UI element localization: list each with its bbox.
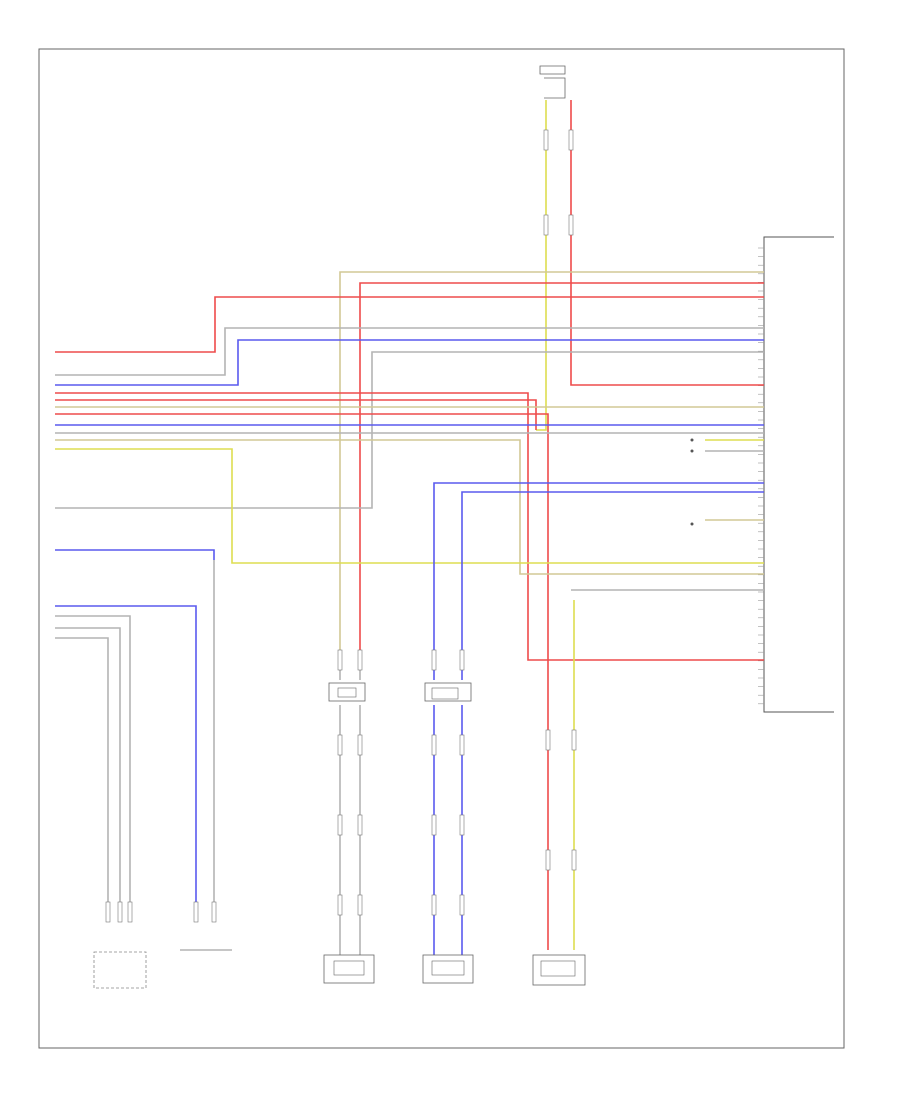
- wire-connector-mark: [459, 649, 465, 671]
- wire-connector-mark: [543, 129, 549, 151]
- wire-connector-mark: [431, 814, 437, 836]
- wire-connector-mark: [357, 814, 363, 836]
- wire-connector-mark: [117, 901, 123, 923]
- wire-connector-mark: [337, 814, 343, 836]
- wire-red: [55, 296, 764, 353]
- wire-connector-mark: [337, 894, 343, 916]
- wire-connector-mark: [571, 729, 577, 751]
- wire-connector-mark: [127, 901, 133, 923]
- wire-red: [55, 399, 537, 430]
- wire-gray: [55, 627, 121, 905]
- wire-connector-mark: [337, 649, 343, 671]
- right-rear-speaker: [422, 954, 474, 984]
- wire-red: [55, 413, 549, 720]
- wire-connector-mark: [105, 901, 111, 923]
- diagram-frame: [38, 48, 845, 1049]
- wire-connector-mark: [568, 129, 574, 151]
- wire-connector-mark: [431, 649, 437, 671]
- wire-red: [55, 392, 764, 661]
- wire-connector-mark: [357, 649, 363, 671]
- wire-gray: [55, 615, 131, 905]
- electronic-parking-brake-switch: [93, 951, 147, 989]
- wire-blue: [55, 549, 215, 560]
- left-rear-speaker: [323, 954, 375, 984]
- wire-tan: [339, 271, 764, 650]
- wire-yellow: [536, 100, 547, 431]
- wire-blue: [55, 605, 197, 905]
- wire-connector-mark: [357, 734, 363, 756]
- wire-blue: [461, 491, 764, 650]
- wire-connector-mark: [193, 901, 199, 923]
- wire-gray: [55, 351, 764, 509]
- wire-connector-mark: [459, 894, 465, 916]
- right-rear-crossover-connector: [424, 682, 472, 702]
- wire-tan: [55, 439, 764, 575]
- wire-red: [570, 100, 764, 386]
- wire-connector-mark: [545, 849, 551, 871]
- wire-yellow: [55, 448, 764, 564]
- antenna-amplifier-top-connector: [539, 65, 566, 99]
- wire-connector-mark: [459, 734, 465, 756]
- wire-connector-mark: [571, 849, 577, 871]
- wire-connector-mark: [431, 734, 437, 756]
- wire-connector-mark: [568, 214, 574, 236]
- splice-dots: [690, 438, 694, 526]
- wire-blue: [433, 482, 764, 650]
- wire-connector-mark: [357, 894, 363, 916]
- wire-connector-mark: [545, 729, 551, 751]
- wire-gray: [55, 637, 109, 905]
- wire-connector-mark: [337, 734, 343, 756]
- module-pin-ticks: [758, 247, 764, 705]
- wire-red: [359, 282, 764, 650]
- antenna-amplifier-bottom: [532, 954, 586, 986]
- main-module: [763, 236, 834, 713]
- left-rear-crossover-connector: [328, 682, 366, 702]
- wire-connector-mark: [543, 214, 549, 236]
- wire-gray: [55, 327, 764, 376]
- wire-connector-mark: [431, 894, 437, 916]
- wire-blue: [55, 339, 764, 386]
- wire-connector-mark: [211, 901, 217, 923]
- wire-connector-mark: [459, 814, 465, 836]
